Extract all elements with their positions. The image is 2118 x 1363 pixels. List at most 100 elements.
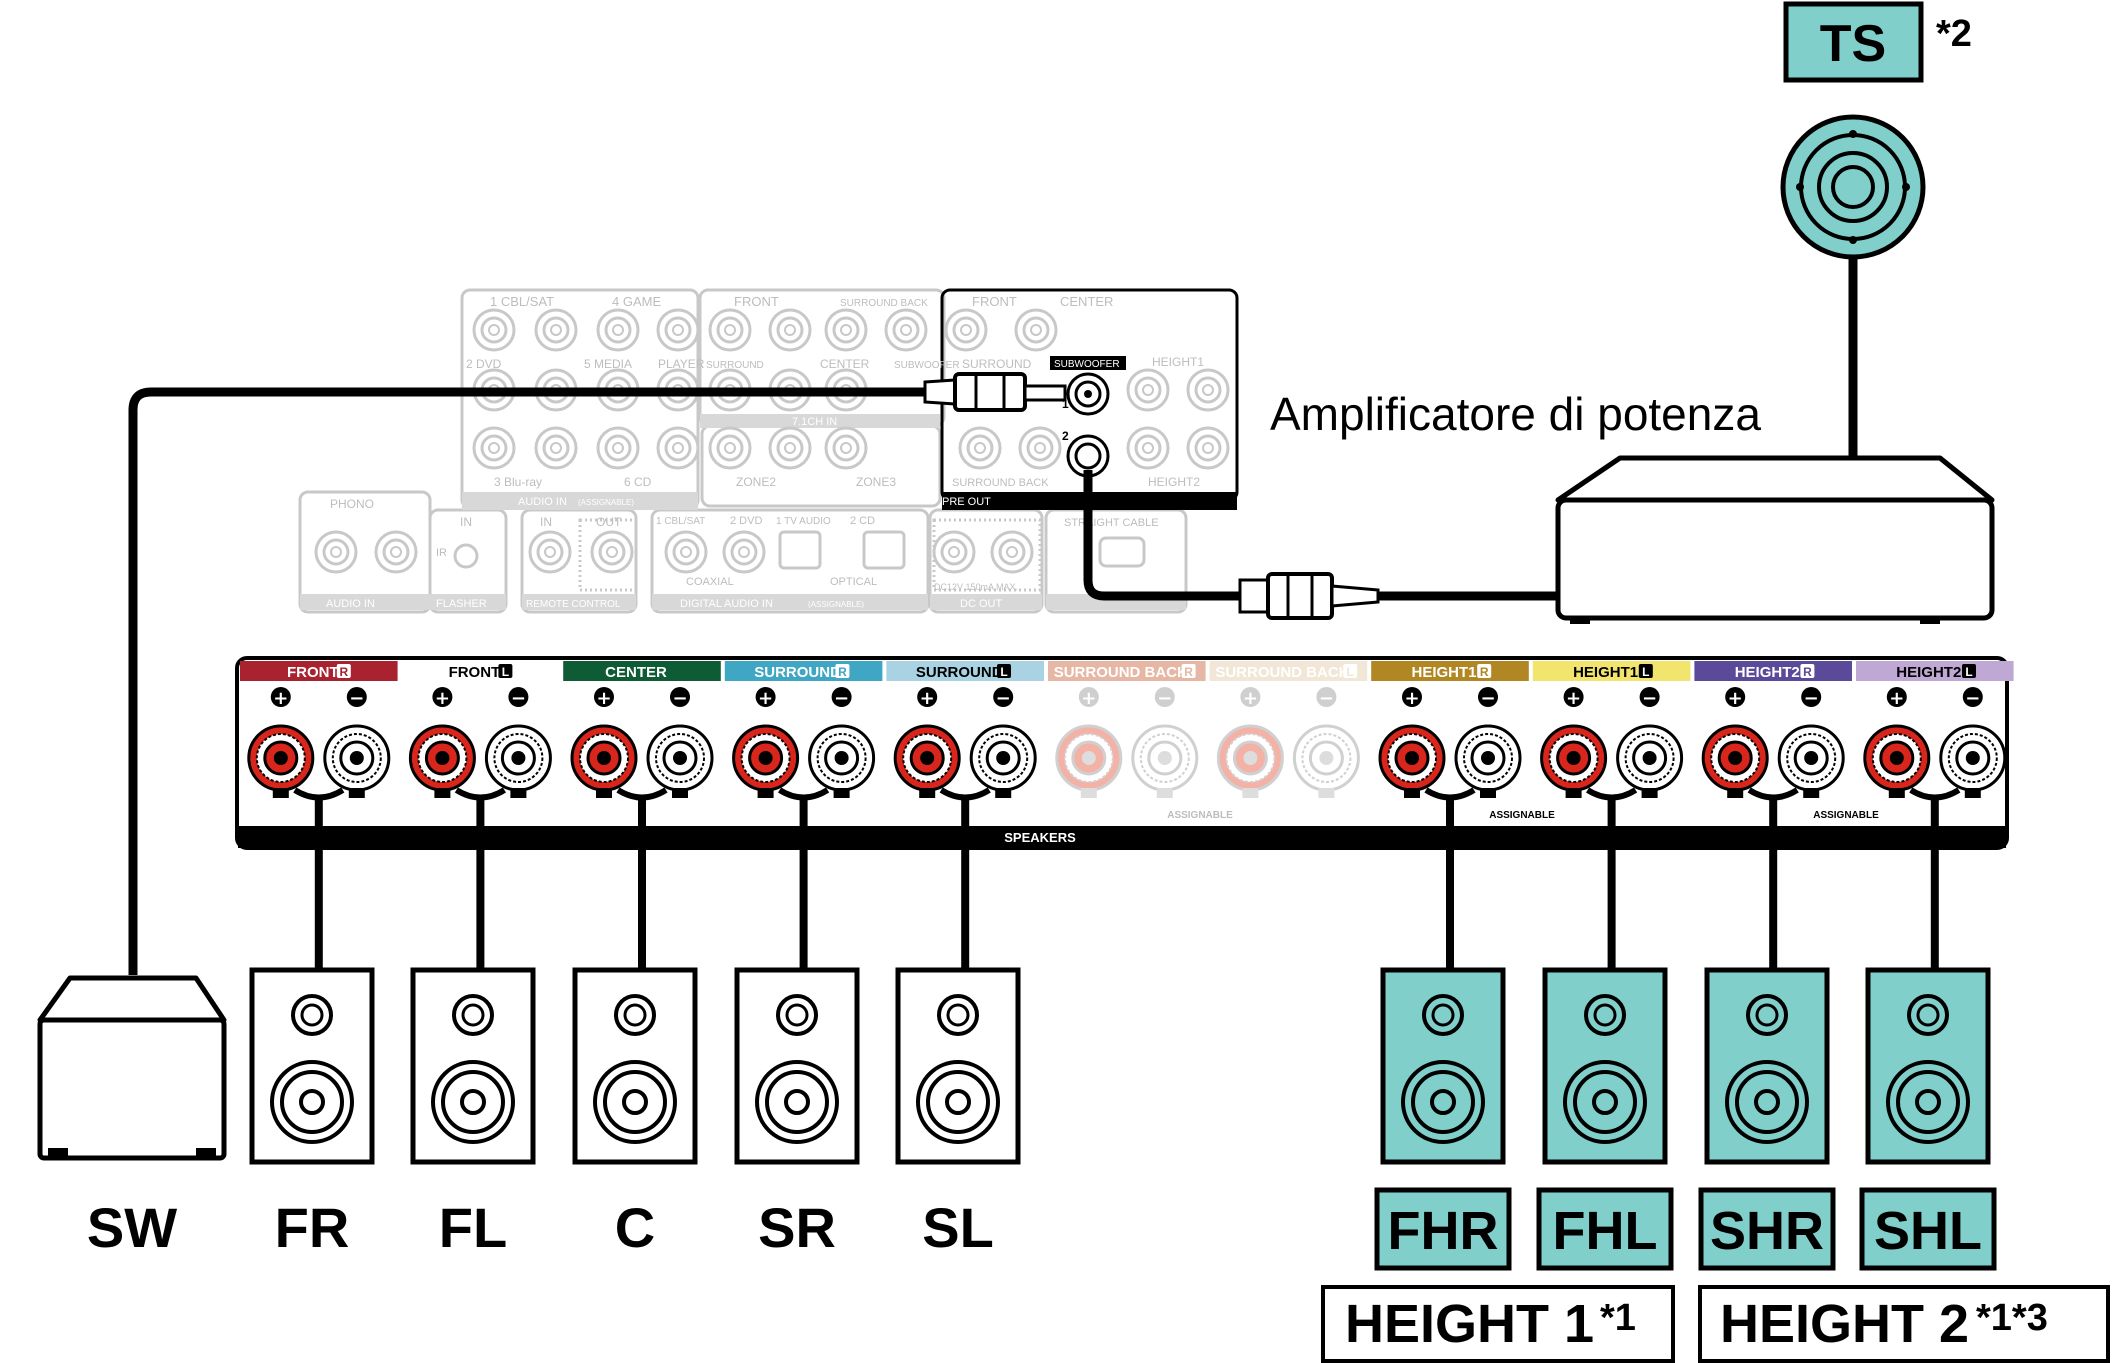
height2-label: HEIGHT 2 bbox=[1720, 1294, 1969, 1354]
terminal-side-label: R bbox=[339, 665, 348, 679]
panel-label: 2 DVD bbox=[730, 515, 762, 527]
terminal-header bbox=[1048, 661, 1206, 681]
panel-label: 4 GAME bbox=[612, 294, 661, 309]
rca-jack-icon bbox=[708, 426, 752, 470]
terminal-header bbox=[401, 661, 560, 681]
panel-label: (ASSIGNABLE) bbox=[578, 498, 634, 507]
panel-label: ZONE2 bbox=[736, 475, 776, 489]
svg-text:−: − bbox=[1804, 688, 1819, 709]
rca-jack-icon bbox=[1018, 426, 1062, 470]
speaker-label-shl: SHL bbox=[1874, 1201, 1982, 1261]
ts-note: *2 bbox=[1936, 13, 1972, 55]
svg-text:−: − bbox=[1965, 688, 1980, 709]
speaker-label-fl: FL bbox=[439, 1196, 507, 1259]
panel-label: DC OUT bbox=[960, 598, 1002, 610]
svg-text:−: − bbox=[1319, 688, 1334, 709]
assignable-label: ASSIGNABLE bbox=[1489, 810, 1555, 821]
panel-label: SUBWOOFER bbox=[894, 360, 960, 371]
rca-jack-icon bbox=[314, 530, 358, 574]
rca-jack-icon bbox=[664, 530, 708, 574]
speaker-box-icon bbox=[734, 967, 860, 1165]
terminal-header-label: HEIGHT1 bbox=[1411, 664, 1476, 681]
panel-label: SURROUND BACK bbox=[952, 477, 1049, 489]
svg-text:−: − bbox=[834, 688, 849, 709]
terminal-header-label: SURROUND BACK bbox=[1054, 664, 1188, 681]
speaker-box-icon bbox=[572, 967, 698, 1165]
svg-text:−: − bbox=[672, 688, 687, 709]
terminal-header-label: HEIGHT2 bbox=[1896, 664, 1961, 681]
terminal-header-label: SURROUND BACK bbox=[1215, 664, 1349, 681]
subwoofer-out-1-jack bbox=[1066, 372, 1110, 416]
panel-label: PHONO bbox=[330, 497, 374, 511]
svg-text:+: + bbox=[1889, 688, 1904, 709]
rca-jack-icon bbox=[596, 308, 640, 352]
rca-jack-icon bbox=[656, 426, 700, 470]
rca-jack-icon bbox=[590, 530, 634, 574]
terminal-header bbox=[1209, 661, 1368, 681]
rca-jack-icon bbox=[1126, 426, 1170, 470]
panel-label: PRE OUT bbox=[942, 496, 991, 508]
rca-jack-icon bbox=[1186, 426, 1230, 470]
speaker-box-icon bbox=[249, 967, 375, 1165]
panel-label: SURROUND bbox=[706, 360, 764, 371]
terminal-side-label: R bbox=[838, 665, 847, 679]
speaker-label-fhr: FHR bbox=[1388, 1201, 1499, 1261]
panel-label: IN bbox=[460, 515, 472, 529]
speaker-box-icon bbox=[895, 967, 1021, 1165]
height1-label: HEIGHT 1 bbox=[1345, 1294, 1594, 1354]
sub-cable-1 bbox=[128, 372, 1067, 975]
speaker-label-c: C bbox=[615, 1196, 655, 1259]
rca-jack-icon bbox=[472, 426, 516, 470]
panel-label: COAXIAL bbox=[686, 576, 734, 588]
panel-label: HEIGHT1 bbox=[1152, 355, 1204, 369]
speaker-label-shr: SHR bbox=[1710, 1201, 1824, 1261]
rca-jack-icon bbox=[768, 308, 812, 352]
terminal-header-label: HEIGHT2 bbox=[1735, 664, 1800, 681]
subwoofer-unit bbox=[37, 975, 227, 1161]
panel-label: REMOTE CONTROL bbox=[526, 599, 621, 610]
rca-jack-icon bbox=[884, 308, 928, 352]
svg-text:+: + bbox=[435, 688, 450, 709]
assignable-label: ASSIGNABLE bbox=[1813, 810, 1879, 821]
panel-label: (ASSIGNABLE) bbox=[808, 600, 864, 609]
panel-label: FLASHER bbox=[436, 598, 487, 610]
rca-jack-icon bbox=[708, 308, 752, 352]
svg-text:+: + bbox=[1404, 688, 1419, 709]
rca-jack-icon bbox=[990, 530, 1034, 574]
receiver-rear-panel: 1 CBL/SAT 4 GAME FRONT SURROUND BACK FRO… bbox=[298, 288, 1239, 614]
rca-jack-icon bbox=[528, 530, 572, 574]
height1-note: *1 bbox=[1600, 1297, 1636, 1339]
terminal-header-label: FRONT bbox=[449, 664, 501, 681]
panel-label: DC12V 150mA MAX. bbox=[934, 582, 1018, 592]
height-speaker-tag bbox=[1536, 1187, 1674, 1271]
subwoofer-output-1-label: 1 bbox=[1062, 397, 1069, 411]
rca-jack-icon bbox=[534, 308, 578, 352]
panel-label: ZONE3 bbox=[856, 475, 896, 489]
rca-jack-icon bbox=[1186, 368, 1230, 412]
rca-jack-icon bbox=[374, 530, 418, 574]
height-speaker-tag bbox=[1859, 1187, 1997, 1271]
svg-text:−: − bbox=[1480, 688, 1495, 709]
rca-jack-icon bbox=[824, 308, 868, 352]
optical-jack-icon bbox=[862, 530, 906, 570]
panel-label: CENTER bbox=[820, 357, 870, 371]
rca-jack-icon bbox=[932, 530, 976, 574]
panel-label: AUDIO IN bbox=[518, 496, 567, 508]
rca-jack-icon bbox=[824, 426, 868, 470]
panel-label: 1 CBL/SAT bbox=[656, 516, 705, 527]
panel-label: IR bbox=[436, 547, 447, 559]
rca-jack-icon bbox=[534, 426, 578, 470]
height-speaker-tag bbox=[1698, 1187, 1836, 1271]
svg-text:+: + bbox=[1728, 688, 1743, 709]
terminal-side-label: L bbox=[1347, 665, 1354, 679]
terminal-side-label: R bbox=[1803, 665, 1812, 679]
svg-text:+: + bbox=[920, 688, 935, 709]
svg-text:−: − bbox=[511, 688, 526, 709]
svg-text:+: + bbox=[1243, 688, 1258, 709]
panel-label: PLAYER bbox=[658, 357, 705, 371]
rca-jack-icon bbox=[472, 308, 516, 352]
svg-text:+: + bbox=[1081, 688, 1096, 709]
ts-speaker: TS *2 bbox=[1780, 1, 1972, 462]
panel-label: IN bbox=[540, 515, 552, 529]
